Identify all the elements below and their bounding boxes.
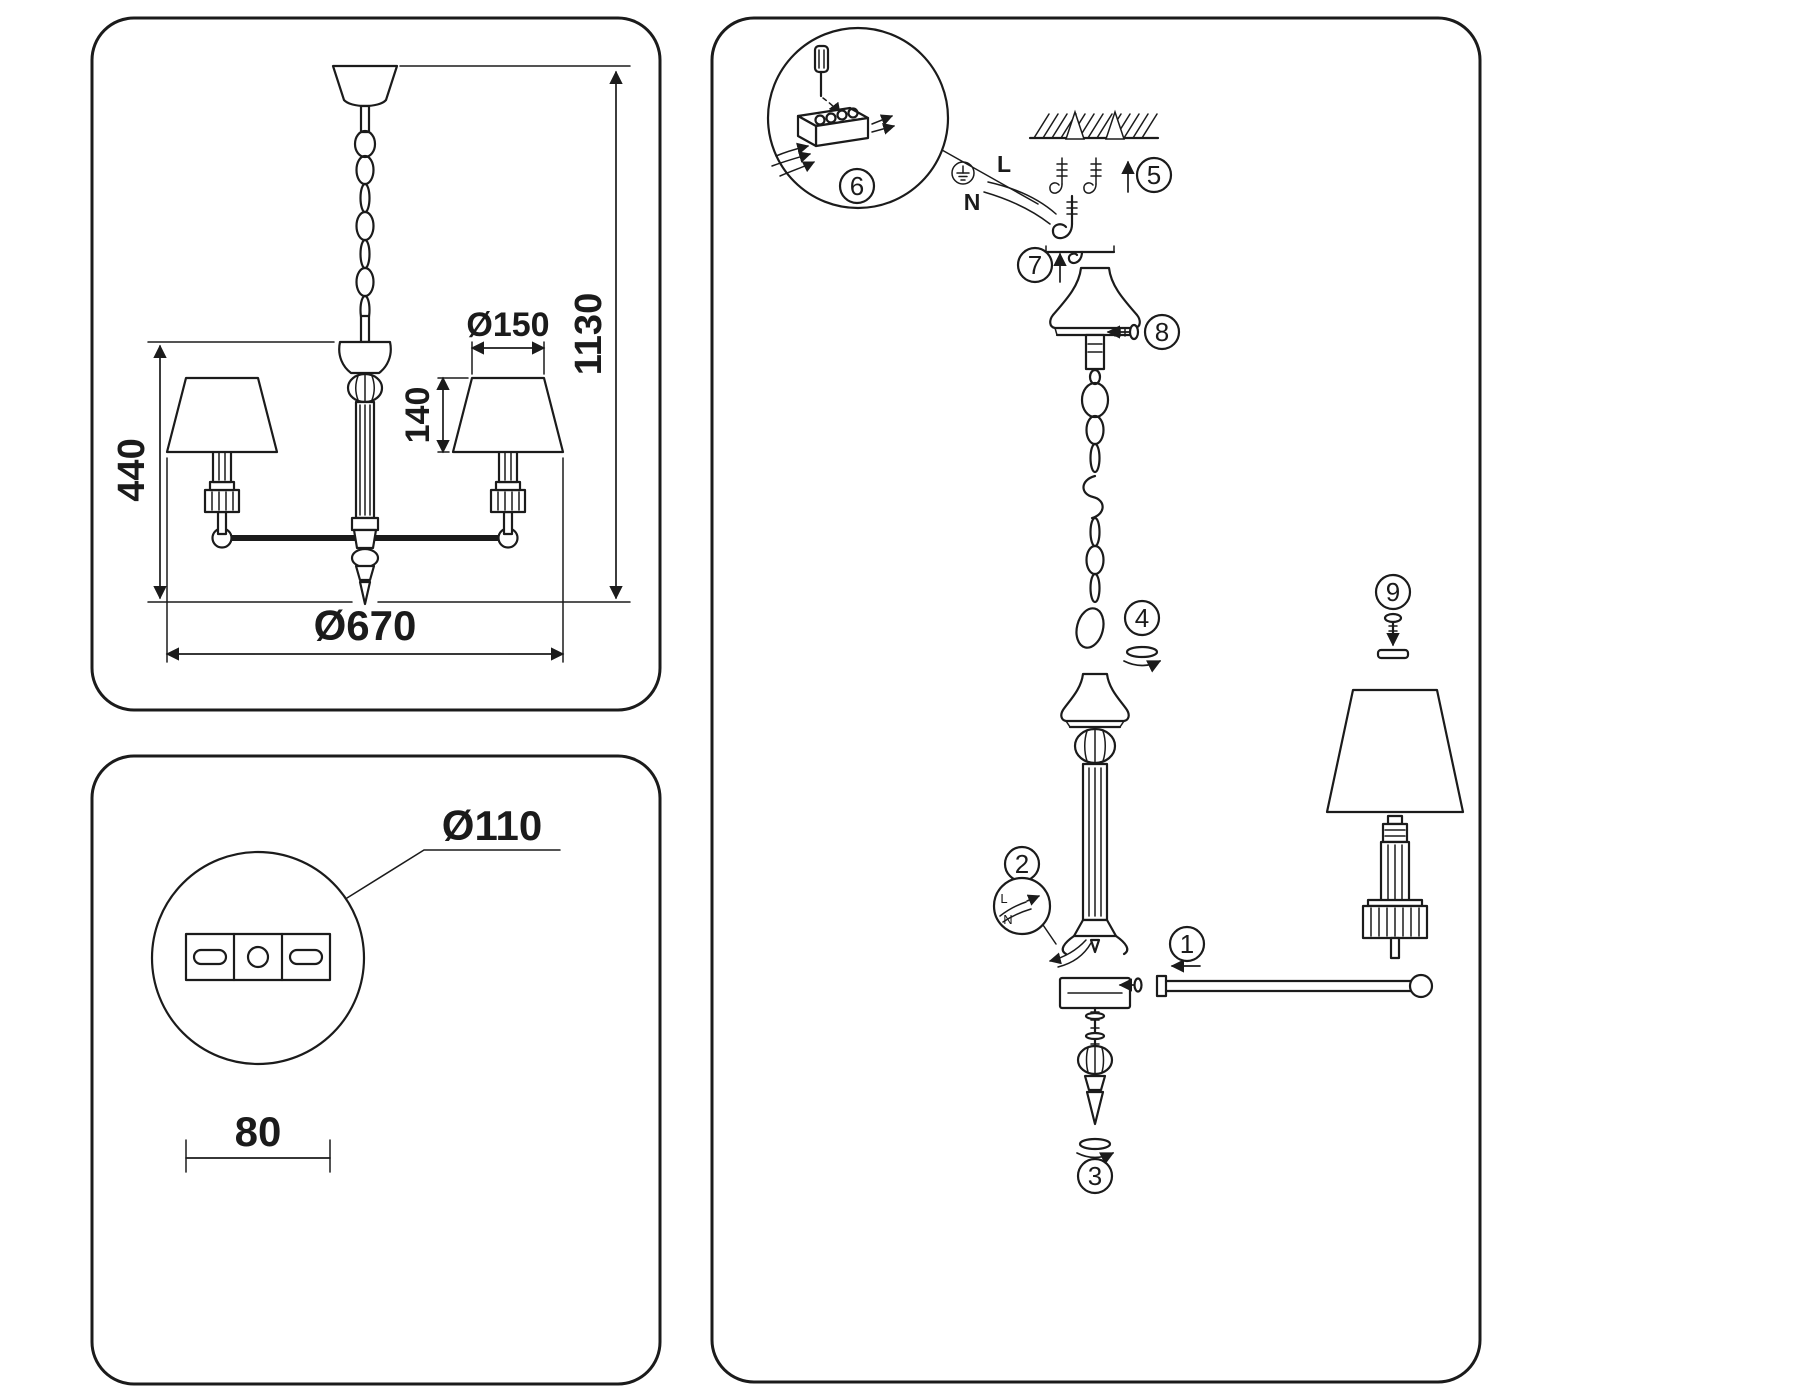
dim-plate-diameter-label: Ø110	[442, 802, 542, 849]
chain-assembly	[1075, 368, 1110, 649]
step-5-marker: 5	[1135, 156, 1173, 194]
column-wire-1	[1048, 939, 1087, 965]
dim-slot-spacing: 80	[185, 1108, 331, 1173]
washer-step4	[1125, 645, 1159, 659]
ground-symbol-icon	[951, 161, 975, 185]
wire-1	[987, 181, 1057, 215]
panel-assembly: 6	[710, 16, 1482, 1384]
wire-2	[983, 191, 1051, 225]
ceiling-hatch	[1028, 109, 1160, 140]
dim-shade-diameter-label: Ø150	[466, 306, 549, 344]
dim-body-height-label: 440	[111, 438, 153, 501]
s-hook	[1082, 474, 1104, 520]
arm-socket-right	[1114, 934, 1129, 956]
dim-overall-diameter: Ø670	[165, 457, 565, 663]
neutral-wire-label: N	[964, 189, 981, 215]
dim-overall-height: 1130	[377, 65, 631, 603]
step-4-label: 4	[1135, 603, 1149, 633]
step-4-marker: 4	[1123, 599, 1161, 637]
chandelier-body	[338, 314, 392, 532]
panel-front-view: Ø150 140 1130 440 Ø670	[90, 16, 662, 712]
candle-sleeve	[1379, 840, 1411, 904]
terminal-block	[796, 106, 870, 148]
finial-assembly: 3	[1076, 1044, 1115, 1195]
shade-assembly: 9	[1325, 573, 1465, 960]
mount-plate-detail	[150, 850, 366, 1066]
candle-right	[451, 376, 565, 536]
dim-overall-diameter-label: Ø670	[314, 602, 417, 649]
step-8-label: 8	[1155, 317, 1169, 347]
canopy-inner-hook	[1067, 250, 1084, 265]
arm-ball	[1408, 973, 1434, 999]
panel-canopy-detail: Ø110 80	[90, 754, 662, 1386]
screwdriver-icon	[813, 44, 830, 98]
rotate-arrow-step4	[1123, 660, 1162, 673]
detail-neutral-label: N	[1003, 912, 1012, 927]
setscrew-step8	[1106, 323, 1140, 341]
collar-stem	[1389, 936, 1401, 960]
wires-into-terminal	[771, 114, 896, 177]
step-3-label: 3	[1088, 1161, 1102, 1191]
step-2-label: 2	[1015, 849, 1029, 879]
live-wire-label: L	[997, 151, 1011, 177]
arm-bracket	[1058, 976, 1143, 1010]
candle-left	[165, 376, 279, 536]
dim-shade-height: 140	[399, 376, 469, 454]
step-7-label: 7	[1028, 250, 1042, 280]
dim-shade-height-label: 140	[399, 387, 437, 444]
dim-shade-diameter: Ø150	[466, 306, 550, 375]
dim-overall-height-label: 1130	[568, 293, 610, 375]
mount-center-hole	[246, 945, 270, 969]
column-assembly	[1048, 672, 1130, 968]
chandelier-front-drawing	[165, 64, 565, 606]
wiring-detail-step2: 2 L N	[992, 845, 1057, 945]
fasteners-step5: 5	[1049, 156, 1173, 194]
lampshade	[1325, 688, 1465, 814]
ribbed-collar	[1361, 898, 1429, 960]
step-1-label: 1	[1180, 929, 1194, 959]
dim-plate-diameter: Ø110	[346, 802, 561, 899]
arm-step1: 1	[1155, 925, 1434, 999]
arm-end-cap	[1155, 974, 1168, 998]
step-2-marker: 2	[1003, 845, 1041, 883]
screwdriver-motion-arrow	[822, 97, 841, 115]
chain-end-ring	[1075, 607, 1105, 649]
ceiling-hook	[1051, 194, 1078, 240]
detail-live-label: L	[1000, 891, 1007, 906]
bracket-screw-icon	[1118, 977, 1143, 993]
detail-2-leader	[1040, 921, 1057, 945]
step-9-marker: 9	[1374, 573, 1412, 611]
mount-plate-circle	[150, 850, 366, 1066]
dim-body-height: 440	[111, 341, 353, 603]
ring-step4: 4	[1123, 599, 1162, 673]
arm-socket-left	[1061, 934, 1076, 956]
rotate-arrow-step3	[1076, 1152, 1115, 1165]
rod-and-nuts	[1084, 1006, 1106, 1048]
dim-slot-spacing-label: 80	[235, 1108, 282, 1155]
mount-slot-left	[192, 948, 228, 966]
mount-slot-right	[288, 948, 324, 966]
mount-plate	[184, 932, 332, 982]
step-9-label: 9	[1386, 577, 1400, 607]
step-5-label: 5	[1147, 160, 1161, 190]
step-3-marker: 3	[1076, 1157, 1114, 1195]
panel-canopy-detail-border	[90, 754, 662, 1386]
step-1-marker: 1	[1168, 925, 1206, 963]
canopy-assembly: 7 8	[1016, 245, 1181, 371]
bottom-finial	[350, 547, 380, 606]
detail-6-leader	[941, 149, 1039, 205]
wiring-labels: L N	[951, 151, 1057, 225]
step-6-marker: 6	[838, 167, 876, 205]
fastener-step9: 9	[1374, 573, 1412, 660]
column-wire-2	[1057, 942, 1092, 968]
step-6-label: 6	[850, 171, 864, 201]
terminal-block-detail: 6	[766, 26, 950, 210]
step-8-marker: 8	[1143, 313, 1181, 351]
step-7-marker: 7	[1016, 246, 1054, 284]
washer-step3	[1078, 1137, 1112, 1151]
